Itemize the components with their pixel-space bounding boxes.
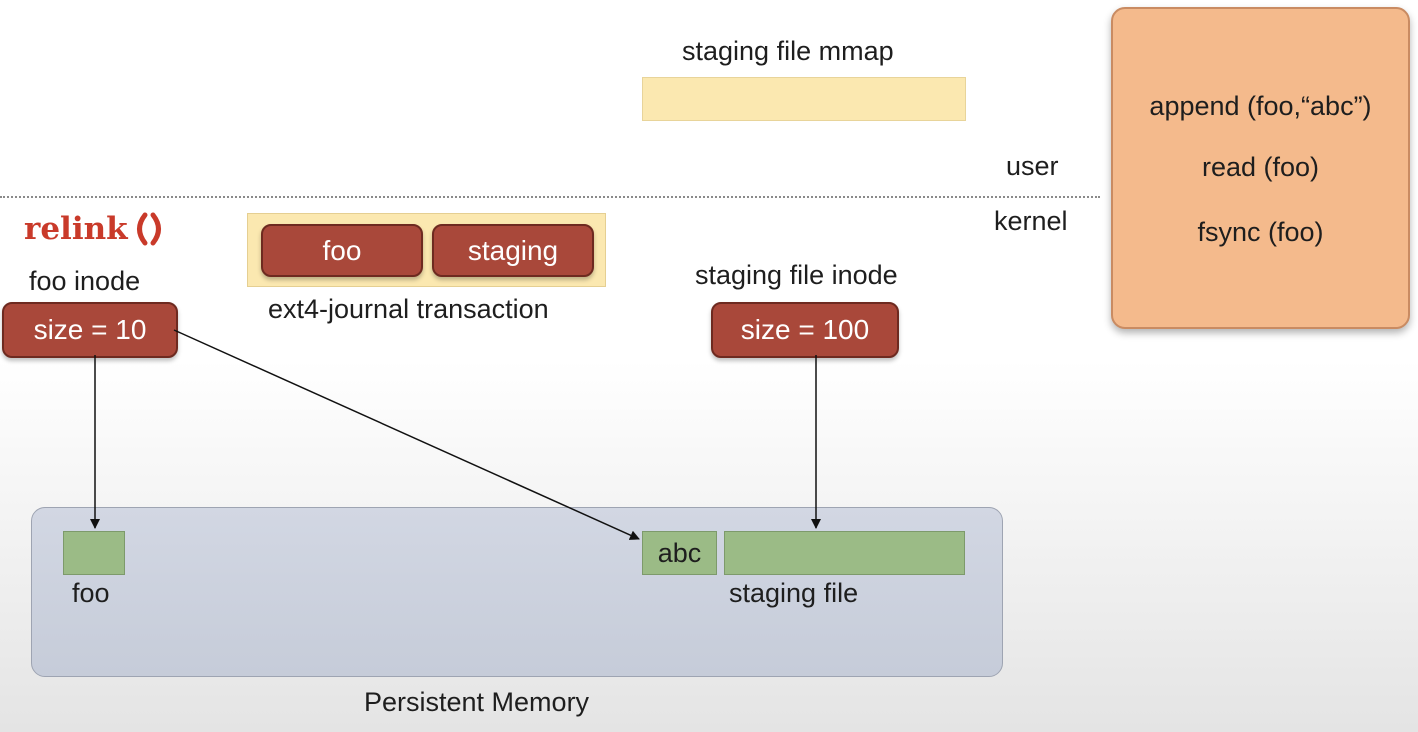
staging-inode-title: staging file inode <box>695 260 898 290</box>
user-space-label: user <box>1006 151 1059 181</box>
foo-inode-size: size = 10 <box>2 302 178 358</box>
staging-block-label: staging file <box>729 578 859 608</box>
staging-mmap-region <box>642 77 966 121</box>
operation-read: read (foo) <box>1201 152 1320 182</box>
staging-inode-size: size = 100 <box>711 302 899 358</box>
foo-block-label: foo <box>72 578 110 608</box>
relink-title: relink <box>24 211 171 247</box>
parentheses-icon <box>136 212 161 246</box>
staging-mmap-label: staging file mmap <box>682 36 894 66</box>
kernel-space-label: kernel <box>994 206 1068 236</box>
journal-caption: ext4-journal transaction <box>268 294 549 324</box>
abc-data-block: abc <box>642 531 717 575</box>
foo-inode-title: foo inode <box>29 266 141 296</box>
relink-label: relink <box>24 211 128 247</box>
operations-box: append (foo,“abc”) read (foo) fsync (foo… <box>1111 7 1410 329</box>
staging-file-block <box>724 531 965 575</box>
journal-item-foo: foo <box>261 224 423 277</box>
operation-fsync: fsync (foo) <box>1197 217 1324 247</box>
persistent-memory-caption: Persistent Memory <box>364 687 590 717</box>
foo-data-block <box>63 531 125 575</box>
journal-item-staging: staging <box>432 224 594 277</box>
operation-append: append (foo,“abc”) <box>1149 91 1372 121</box>
foo-inode-to-abc-arrow <box>173 329 640 540</box>
user-kernel-divider <box>0 196 1100 198</box>
